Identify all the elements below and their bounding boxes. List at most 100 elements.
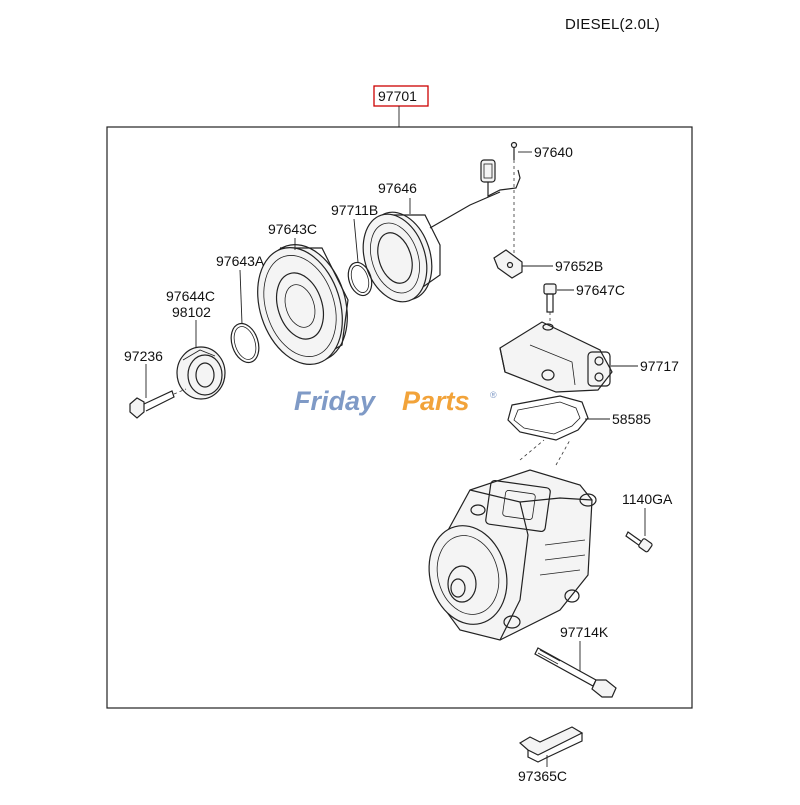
long-bolt-head-icon bbox=[591, 679, 617, 698]
compressor-front-face bbox=[428, 525, 508, 625]
connector-plug-icon bbox=[480, 159, 496, 183]
part-label-97647C[interactable]: 97647C bbox=[576, 282, 625, 298]
bolt-head-icon-2 bbox=[543, 283, 557, 295]
part-label-97643A[interactable]: 97643A bbox=[216, 253, 265, 269]
assembly-highlight-box bbox=[373, 85, 429, 107]
snap-ring-inner bbox=[350, 265, 370, 293]
part-label-97644C[interactable]: 97644C bbox=[166, 288, 215, 304]
assembly-number: 97701 bbox=[378, 88, 417, 104]
part-label-98102[interactable]: 98102 bbox=[172, 304, 211, 320]
snap-ring-outer bbox=[347, 261, 373, 297]
part-97652B-bracket[interactable] bbox=[493, 249, 523, 279]
watermark-logo: Friday Parts ® bbox=[294, 386, 497, 416]
manifold-edge bbox=[499, 347, 506, 373]
gasket-dash-2 bbox=[555, 439, 571, 466]
manifold-bolt-hole bbox=[542, 323, 554, 331]
long-bolt-shank bbox=[534, 647, 597, 687]
bolt-shank-2 bbox=[546, 293, 554, 313]
manifold-body bbox=[499, 321, 613, 393]
coil-body-edge bbox=[385, 214, 441, 297]
compressor-body[interactable] bbox=[418, 469, 597, 641]
compressor-fin-1 bbox=[544, 539, 586, 546]
part-label-97652B[interactable]: 97652B bbox=[555, 258, 603, 274]
part-97647C-bolt[interactable] bbox=[543, 283, 557, 324]
part-58585-gasket[interactable] bbox=[507, 395, 589, 441]
watermark-trademark: ® bbox=[490, 390, 497, 400]
bracket-hole bbox=[506, 261, 514, 269]
gasket-outer bbox=[507, 395, 589, 441]
compressor-fin-2 bbox=[544, 554, 586, 561]
part-97644C-clutch-plate[interactable] bbox=[176, 346, 226, 400]
part-label-97643C[interactable]: 97643C bbox=[268, 221, 317, 237]
clutch-plate-ring bbox=[187, 354, 223, 396]
assembly-frame bbox=[106, 126, 693, 709]
compressor-shaft-boss bbox=[447, 565, 477, 603]
gasket-inner bbox=[513, 401, 581, 435]
manifold-port bbox=[587, 351, 611, 387]
part-97236-bolt[interactable] bbox=[129, 388, 187, 419]
part-97717-manifold[interactable] bbox=[499, 321, 613, 393]
manifold-port-3 bbox=[541, 369, 555, 381]
pulley-bore bbox=[284, 284, 316, 328]
coil-front bbox=[362, 213, 428, 303]
compressor-shaft bbox=[450, 578, 466, 598]
compressor-top-mount bbox=[485, 479, 551, 533]
leader-97643A bbox=[239, 269, 243, 325]
part-label-58585[interactable]: 58585 bbox=[612, 411, 651, 427]
part-97711B-snap-ring[interactable] bbox=[344, 259, 375, 298]
compressor-mount-ear-4 bbox=[470, 504, 486, 516]
part-label-97717[interactable]: 97717 bbox=[640, 358, 679, 374]
pin-head bbox=[510, 141, 518, 149]
compressor-top-port bbox=[502, 490, 536, 520]
manifold-rib bbox=[529, 344, 576, 386]
part-label-1140GA[interactable]: 1140GA bbox=[622, 491, 673, 507]
clutch-plate-hub bbox=[195, 362, 215, 388]
compressor-top-edge bbox=[469, 489, 593, 503]
part-label-97236[interactable]: 97236 bbox=[124, 348, 163, 364]
bolt-head-icon bbox=[129, 397, 145, 419]
part-97643C-pulley[interactable] bbox=[243, 234, 361, 376]
wire-to-coil bbox=[429, 191, 501, 229]
pulley-groove-1 bbox=[263, 255, 337, 357]
part-1140GA-bolt[interactable] bbox=[625, 531, 653, 553]
part-97714K-long-bolt[interactable] bbox=[534, 647, 617, 698]
compressor-mount-ear-3 bbox=[579, 493, 597, 507]
long-bolt-thread-2 bbox=[537, 652, 559, 665]
watermark-brand-part2: Parts bbox=[402, 386, 470, 416]
part-label-97640[interactable]: 97640 bbox=[534, 144, 573, 160]
wire-harness bbox=[487, 169, 521, 197]
part-97640-sensor-wire[interactable] bbox=[429, 141, 521, 261]
clip-lower-edge bbox=[527, 733, 583, 763]
pulley-front bbox=[257, 247, 343, 365]
pulley-hub bbox=[275, 272, 325, 340]
assembly-callout[interactable]: 97701 bbox=[373, 85, 429, 127]
manifold-port-2 bbox=[594, 372, 604, 382]
engine-variant-label: DIESEL(2.0L) bbox=[565, 16, 660, 33]
compressor-mount-ear-2 bbox=[564, 589, 580, 603]
clutch-plate-rim bbox=[182, 349, 216, 361]
part-label-97365C[interactable]: 97365C bbox=[518, 768, 567, 784]
part-97646-field-coil[interactable] bbox=[353, 204, 443, 310]
clutch-plate-outer bbox=[176, 346, 226, 400]
gasket-dash-1 bbox=[519, 439, 545, 461]
compressor-mount-ear-1 bbox=[503, 615, 521, 629]
shim-ring-inner bbox=[233, 326, 257, 360]
shim-ring-outer bbox=[230, 322, 260, 364]
part-label-97714K[interactable]: 97714K bbox=[560, 624, 609, 640]
bolt-shank bbox=[143, 390, 175, 412]
part-label-97646[interactable]: 97646 bbox=[378, 180, 417, 196]
connector-face bbox=[483, 163, 493, 179]
watermark-brand-part1: Friday bbox=[294, 386, 377, 416]
bolt-dash-line bbox=[173, 388, 187, 395]
manifold-port-1 bbox=[594, 356, 604, 366]
part-97365C-clip[interactable] bbox=[518, 726, 584, 763]
part-label-97711B[interactable]: 97711B bbox=[331, 202, 378, 218]
long-bolt-thread-1 bbox=[539, 649, 561, 662]
leader-97711B bbox=[353, 218, 359, 263]
bolt-head-icon-3 bbox=[638, 538, 653, 553]
part-97643A-shim-ring[interactable] bbox=[226, 320, 263, 366]
compressor-front-ring bbox=[436, 535, 500, 615]
coil-ring bbox=[370, 222, 420, 294]
